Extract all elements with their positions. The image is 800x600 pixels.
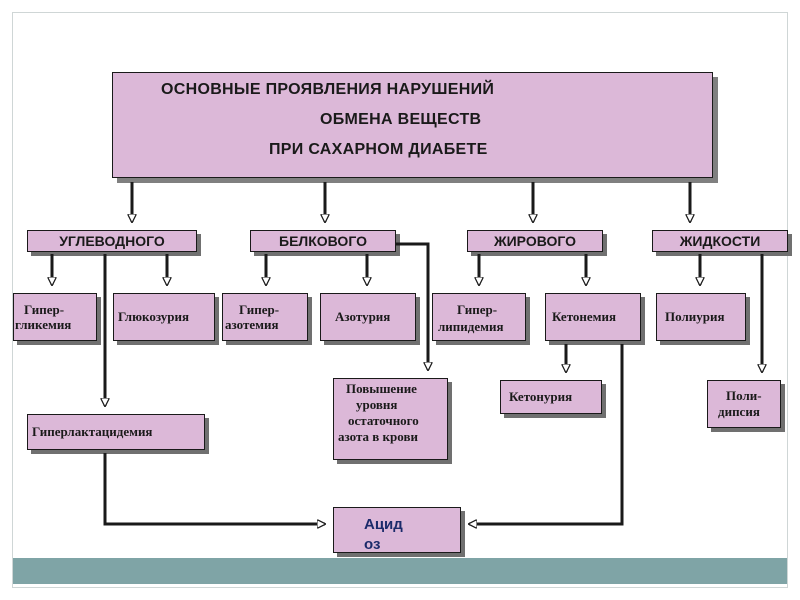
- node-residual-nitrogen-line-1: Повышение: [346, 381, 417, 396]
- arrow-protein-to-residual-nitrogen: [396, 242, 428, 370]
- node-hyperazotemia-line-1: Гипер-: [239, 302, 280, 317]
- arrow-ketonemia-to-acidosis: [469, 344, 624, 524]
- slide-frame: [12, 12, 788, 588]
- node-hyperlipidemia-line-1: Гипер-: [457, 302, 498, 317]
- node-hyperazotemia-line-2: азотемия: [225, 317, 279, 332]
- arrow-hyperlactacidemia-to-acidosis: [103, 453, 325, 524]
- bottom-band: [13, 558, 787, 584]
- title-line-1: ОСНОВНЫЕ ПРОЯВЛЕНИЯ НАРУШЕНИЙ: [161, 81, 495, 98]
- node-hyperglycemia-line-1: Гипер-: [24, 302, 65, 317]
- title-line-3: ПРИ САХАРНОМ ДИАБЕТЕ: [269, 141, 488, 158]
- node-ketonuria: Кетонурия: [500, 380, 602, 414]
- title-line-2: ОБМЕНА ВЕЩЕСТВ: [320, 111, 482, 128]
- node-residual-nitrogen-line-2: уровня: [356, 397, 398, 412]
- node-ketonemia-label: Кетонемия: [552, 309, 617, 324]
- node-glucosuria-label: Глюкозурия: [118, 309, 190, 324]
- node-polyuria-label: Полиурия: [665, 309, 725, 324]
- node-azoturia-label: Азотурия: [335, 309, 391, 324]
- node-azoturia: Азотурия: [320, 293, 416, 341]
- node-hyperglycemia: Гипер- гликемия: [13, 293, 97, 341]
- node-hyperglycemia-line-2: гликемия: [15, 317, 72, 332]
- node-hyperlactacidemia: Гиперлактацидемия: [27, 414, 205, 450]
- category-fat: ЖИРОВОГО: [467, 230, 603, 252]
- category-protein: БЕЛКОВОГО: [250, 230, 396, 252]
- node-ketonemia: Кетонемия: [545, 293, 641, 341]
- category-fluid: ЖИДКОСТИ: [652, 230, 788, 252]
- node-polydipsia: Поли- дипсия: [707, 380, 781, 428]
- node-acidosis-line-1: Ацид: [364, 516, 403, 533]
- node-hyperlactacidemia-label: Гиперлактацидемия: [32, 424, 153, 439]
- node-acidosis: Ацид оз: [333, 507, 461, 553]
- node-polyuria: Полиурия: [656, 293, 746, 341]
- node-residual-nitrogen-line-4: азота в крови: [338, 429, 418, 444]
- node-hyperlipidemia-line-2: липидемия: [438, 319, 504, 334]
- diagram-title-box: ОСНОВНЫЕ ПРОЯВЛЕНИЯ НАРУШЕНИЙ ОБМЕНА ВЕЩ…: [112, 72, 713, 178]
- node-residual-nitrogen: Повышение уровня остаточного азота в кро…: [333, 378, 448, 460]
- node-glucosuria: Глюкозурия: [113, 293, 215, 341]
- node-hyperlipidemia: Гипер- липидемия: [432, 293, 526, 341]
- node-residual-nitrogen-line-3: остаточного: [348, 413, 419, 428]
- node-polydipsia-line-1: Поли-: [726, 388, 762, 403]
- node-polydipsia-line-2: дипсия: [718, 404, 760, 419]
- category-carbohydrate: УГЛЕВОДНОГО: [27, 230, 197, 252]
- node-ketonuria-label: Кетонурия: [509, 389, 573, 404]
- node-hyperazotemia: Гипер- азотемия: [222, 293, 308, 341]
- node-acidosis-line-2: оз: [364, 536, 381, 553]
